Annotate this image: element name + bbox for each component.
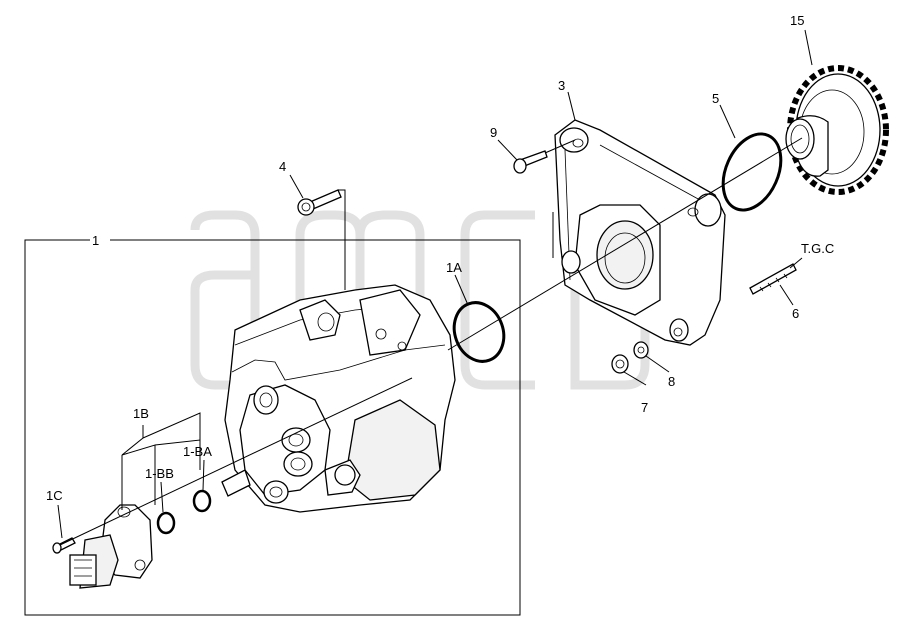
callout-4: 4 — [279, 159, 286, 174]
callout-7: 7 — [641, 400, 648, 415]
bolt-4 — [297, 189, 342, 216]
callout-tgc: T.G.C — [801, 241, 834, 256]
o-ring-1-ba — [192, 489, 212, 513]
assembly-center-lines — [59, 137, 803, 546]
gear-15 — [785, 65, 889, 195]
callout-9: 9 — [490, 125, 497, 140]
valve-1b — [69, 504, 153, 589]
callout-8: 8 — [668, 374, 675, 389]
bolt-9 — [513, 150, 548, 174]
callout-5: 5 — [712, 91, 719, 106]
callout-1b: 1B — [133, 406, 149, 421]
o-ring-1-bb — [156, 511, 176, 535]
callout-labels: 1 1A 1B 1-BA 1-BB 1C 3 4 5 6 7 8 9 15 T.… — [46, 13, 834, 503]
callout-1a: 1A — [446, 260, 462, 275]
callout-1c: 1C — [46, 488, 63, 503]
nut-7 — [611, 354, 629, 374]
o-ring-5 — [721, 132, 783, 212]
assembly-1-frame — [24, 239, 521, 616]
callout-3: 3 — [558, 78, 565, 93]
bracket-3 — [554, 119, 726, 346]
callout-15: 15 — [790, 13, 804, 28]
o-ring-1a — [452, 301, 506, 363]
washer-8 — [633, 341, 649, 359]
pump-body-1 — [221, 284, 456, 513]
stud-6 — [749, 263, 797, 295]
leader-lines — [57, 29, 813, 539]
callout-1: 1 — [92, 233, 99, 248]
callout-1-bb: 1-BB — [145, 466, 174, 481]
screw-1c — [52, 537, 76, 554]
callout-6: 6 — [792, 306, 799, 321]
callout-1-ba: 1-BA — [183, 444, 212, 459]
watermark-logo: TM — [190, 175, 679, 390]
